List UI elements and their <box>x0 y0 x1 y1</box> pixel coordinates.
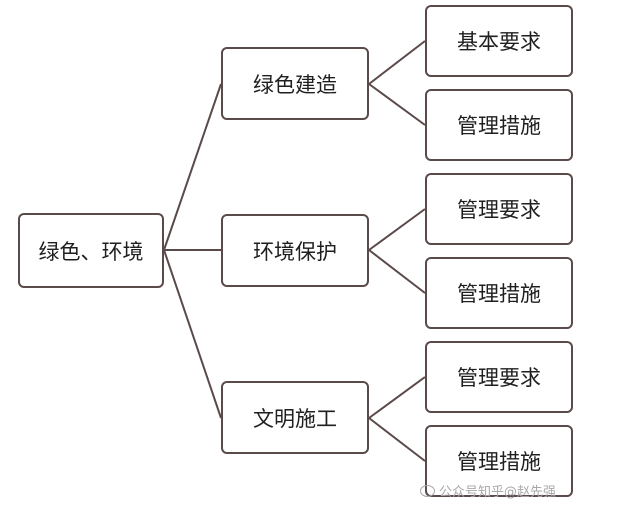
leaf-node-basic-requirements: 基本要求 <box>425 5 573 77</box>
connector-a-to-a2 <box>368 83 426 126</box>
watermark: 公众号知乎@赵先强 <box>420 481 556 500</box>
connector-root-to-a <box>163 83 222 251</box>
connector-root-to-c <box>163 249 222 419</box>
connector-b-to-b2 <box>368 249 426 294</box>
leaf-node-management-measures: 管理措施 <box>425 89 573 161</box>
branch-node-civilized-construction: 文明施工 <box>221 381 369 454</box>
connector-c-to-c1 <box>368 376 426 419</box>
connector-b-to-b1 <box>368 208 426 251</box>
connector-c-to-c2 <box>368 417 426 462</box>
leaf-node-management-requirements: 管理要求 <box>425 341 573 413</box>
branch-node-green-construction: 绿色建造 <box>221 47 369 120</box>
leaf-node-management-measures: 管理措施 <box>425 257 573 329</box>
connector-a-to-a1 <box>368 40 426 85</box>
root-node: 绿色、环境 <box>18 213 164 288</box>
wechat-icon <box>420 484 435 497</box>
watermark-text: 公众号知乎@赵先强 <box>439 485 557 500</box>
leaf-node-management-requirements: 管理要求 <box>425 173 573 245</box>
branch-node-environmental-protection: 环境保护 <box>221 214 369 287</box>
leaf-node-management-measures: 管理措施 <box>425 425 573 497</box>
